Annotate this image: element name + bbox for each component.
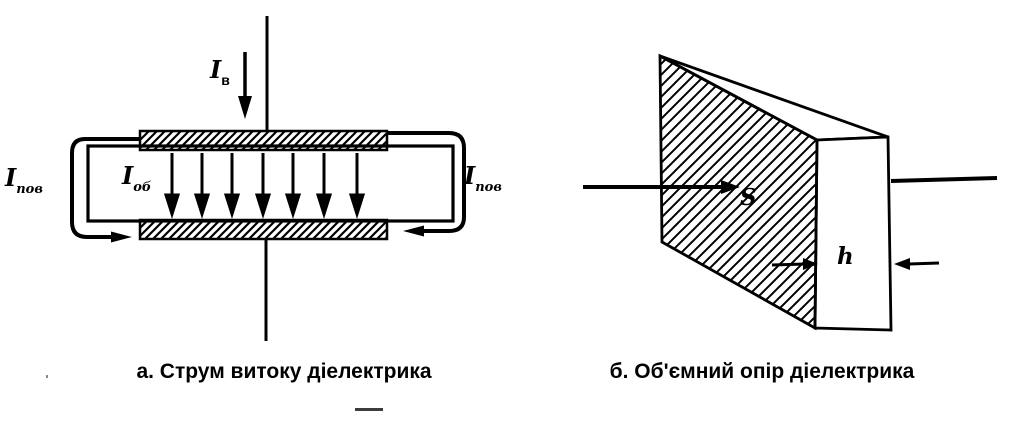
caption-figure-b: б. Об'ємний опір діелектрика [609, 360, 915, 383]
leakage-current-drawing [70, 16, 466, 341]
dash-mark [355, 408, 383, 411]
surface-current-path-right [388, 131, 466, 237]
surface-current-arrow-left [111, 231, 132, 243]
right-lead-wire [890, 176, 998, 183]
area-arrow [721, 180, 740, 194]
label-thickness: h [837, 243, 854, 270]
top-electrode [138, 129, 389, 152]
label-input-current: Iв [210, 55, 230, 88]
label-area: S [740, 184, 757, 211]
left-lead-wire [583, 180, 740, 194]
label-surface-current-left: Iпов [5, 163, 43, 197]
label-input-current-base: I [210, 55, 222, 84]
volume-resistance-drawing [583, 53, 998, 332]
figure-volume-resistance: S h [560, 0, 1024, 350]
caption-figure-a: а. Струм витоку діелектрика [136, 360, 432, 383]
label-surface-current-left-sub: пов [16, 182, 43, 197]
label-volume-current-base: I [122, 161, 134, 190]
label-surface-current-right: Iпов [464, 161, 502, 195]
slab-front-face [658, 53, 819, 331]
surface-current-arrow-right [403, 225, 424, 237]
label-surface-current-left-base: I [5, 163, 17, 192]
surface-current-path-left [70, 137, 139, 243]
label-volume-current: Iоб [122, 161, 152, 195]
thickness-arrow-right [894, 258, 940, 270]
input-current-arrow [238, 52, 252, 119]
label-surface-current-right-sub: пов [475, 180, 502, 195]
label-input-current-sub: в [221, 72, 230, 88]
label-surface-current-right-base: I [464, 161, 476, 190]
label-volume-current-sub: об [133, 180, 152, 195]
speck-mark [46, 375, 48, 378]
dielectric-body [86, 144, 455, 223]
figure-leakage-current: Iв Iоб Iпов Iпов [0, 0, 560, 350]
volume-current-arrows [163, 153, 366, 219]
thickness-arrow-left [771, 258, 818, 270]
bottom-electrode [138, 218, 389, 241]
slab-side-face [813, 135, 893, 332]
